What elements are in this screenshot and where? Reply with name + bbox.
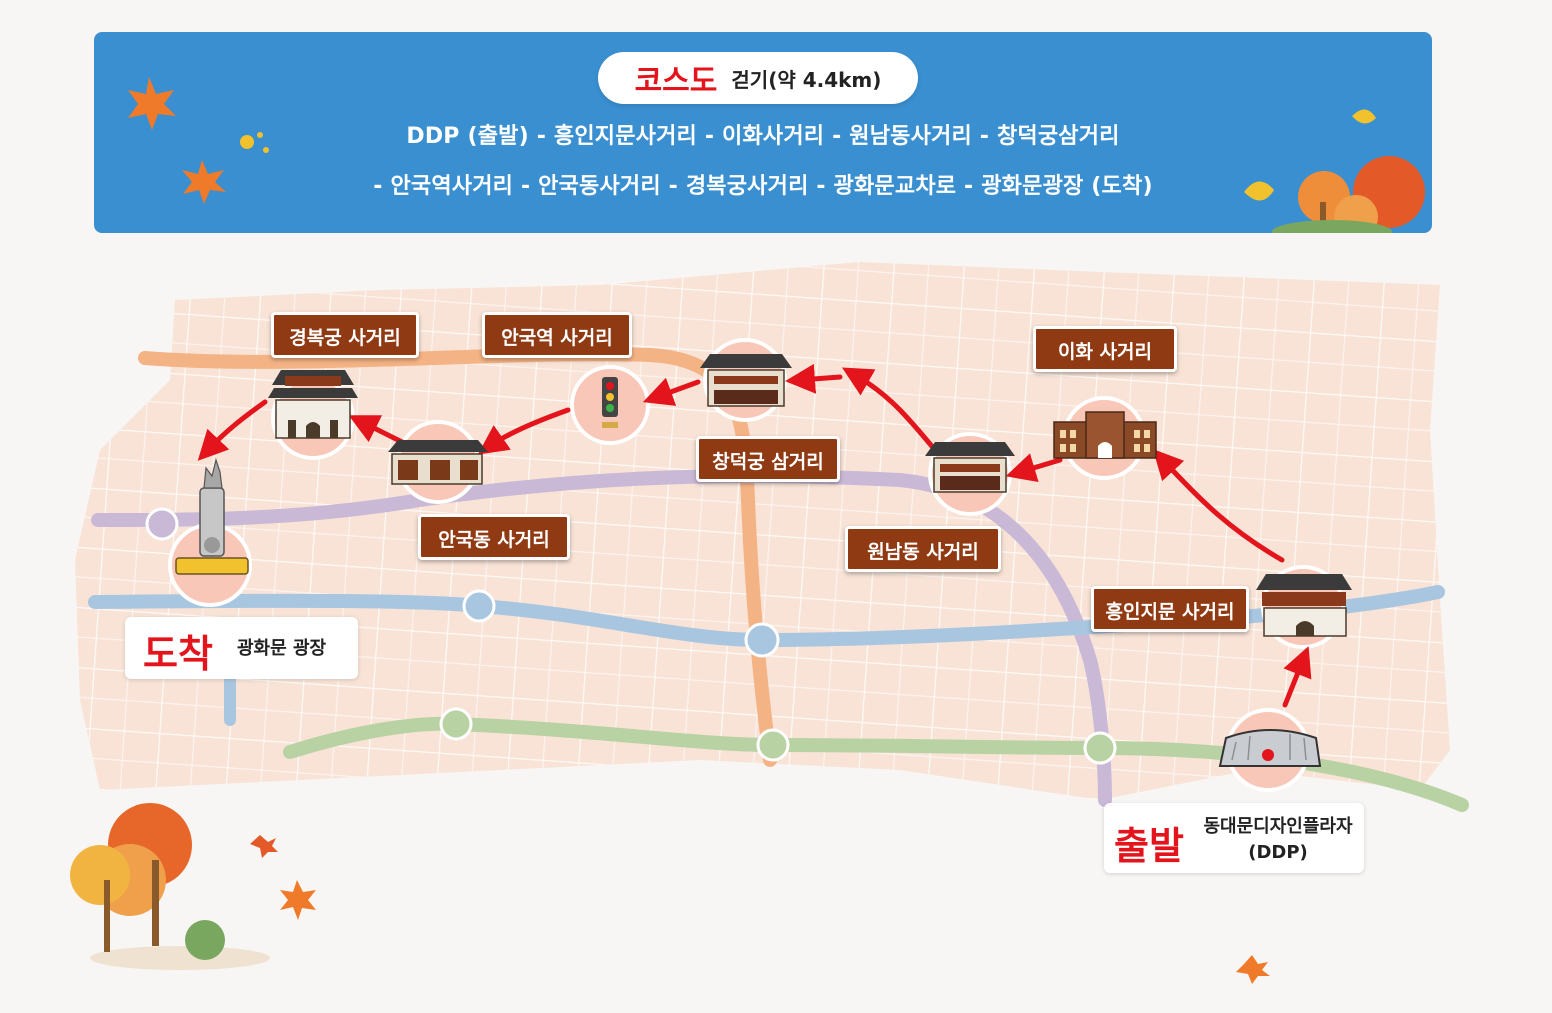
station-dot bbox=[462, 589, 496, 623]
route-arrow bbox=[348, 415, 405, 445]
gate-icon bbox=[268, 370, 358, 439]
title-distance: 걷기(약 4.4km) bbox=[731, 67, 882, 92]
station-dot bbox=[145, 507, 179, 541]
ddp-building-icon bbox=[1218, 729, 1322, 767]
station-dot bbox=[744, 622, 780, 658]
maple-leaf-icon bbox=[128, 77, 1425, 233]
stop-label-changdeokgung: 창덕궁 삼거리 bbox=[696, 436, 840, 482]
route-arrow bbox=[197, 399, 268, 461]
stop-label-gyeongbokgung: 경복궁 사거리 bbox=[271, 312, 419, 358]
departure-place-line-1: 동대문디자인플라자 bbox=[1203, 816, 1353, 837]
route-arrow bbox=[1152, 448, 1285, 563]
stop-label-heunginjimun: 흥인지문 사거리 bbox=[1091, 586, 1249, 632]
departure-box: 출발 동대문디자인플라자 (DDP) bbox=[1104, 803, 1364, 873]
brick-building-icon bbox=[1053, 411, 1157, 459]
stop-label-wonnamdong: 원남동 사거리 bbox=[845, 526, 1001, 572]
gate-icon bbox=[700, 354, 792, 407]
statue-icon bbox=[175, 457, 249, 575]
gate-icon bbox=[388, 440, 488, 485]
traffic-light-icon bbox=[602, 377, 618, 428]
arrival-label: 도착 bbox=[143, 632, 213, 676]
departure-place-line-2: (DDP) bbox=[1248, 842, 1308, 863]
route-arrow bbox=[642, 377, 701, 406]
arrival-place: 광화문 광장 bbox=[237, 638, 327, 659]
route-arrow bbox=[1282, 646, 1312, 708]
route-arrow bbox=[841, 367, 938, 453]
route-arrow bbox=[477, 407, 571, 455]
gate-icon bbox=[925, 442, 1015, 493]
station-dot bbox=[1083, 731, 1117, 765]
departure-label: 출발 bbox=[1114, 824, 1184, 868]
route-summary-line-1: DDP (출발) - 흥인지문사거리 - 이화사거리 - 원남동사거리 - 창덕… bbox=[406, 124, 1120, 149]
station-dot bbox=[756, 728, 790, 762]
station-dot bbox=[439, 707, 473, 741]
course-title: 코스도 걷기(약 4.4km) bbox=[598, 52, 918, 104]
route-arrow bbox=[785, 363, 843, 394]
route-summary-line-2: - 안국역사거리 - 안국동사거리 - 경복궁사거리 - 광화문교차로 - 광화… bbox=[373, 174, 1153, 199]
arrival-box: 도착 광화문 광장 bbox=[125, 617, 358, 679]
gate-icon bbox=[1256, 574, 1352, 637]
autumn-tree-icon bbox=[70, 803, 270, 970]
stop-label-ihwa: 이화 사거리 bbox=[1033, 326, 1177, 372]
maple-leaf-icon bbox=[250, 835, 1270, 984]
title-main: 코스도 bbox=[634, 64, 718, 99]
stop-label-anguk-station: 안국역 사거리 bbox=[482, 312, 632, 358]
route-arrow bbox=[1005, 453, 1063, 483]
stop-label-angukdong: 안국동 사거리 bbox=[418, 514, 570, 560]
